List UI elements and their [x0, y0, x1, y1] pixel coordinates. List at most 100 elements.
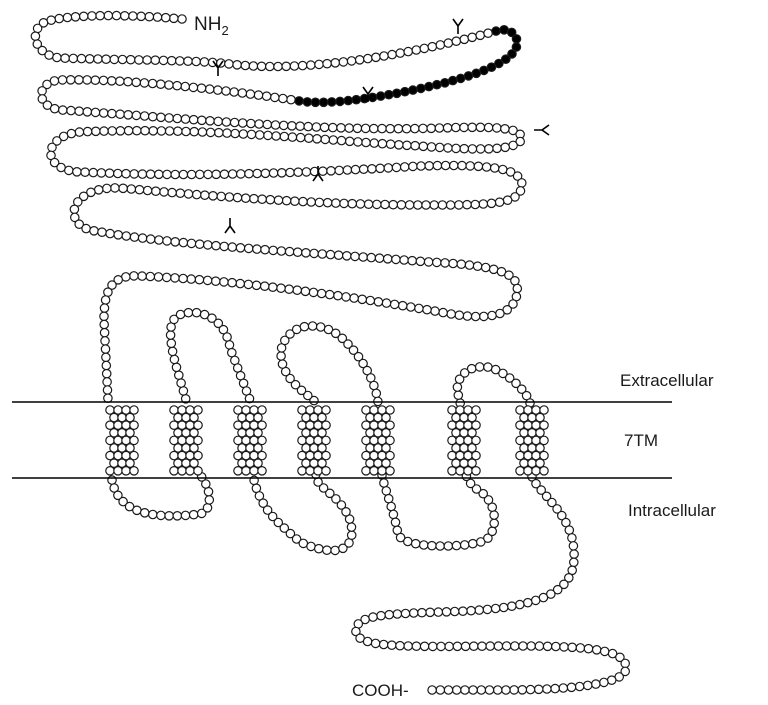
- residue-bead: [233, 193, 241, 201]
- residue-bead: [63, 13, 71, 21]
- residue-bead: [310, 249, 318, 257]
- residue-bead: [245, 170, 253, 178]
- residue-bead: [237, 170, 245, 178]
- residue-bead: [359, 253, 367, 261]
- residue-bead: [446, 201, 454, 209]
- residue-bead: [621, 659, 629, 667]
- residue-bead: [271, 93, 279, 101]
- residue-bead: [343, 166, 351, 174]
- residue-bead: [386, 140, 394, 148]
- residue-bead: [141, 509, 149, 517]
- residue-bead: [342, 293, 350, 301]
- residue-bead: [469, 686, 477, 694]
- residue-bead: [212, 242, 220, 250]
- residue-bead: [470, 642, 478, 650]
- highlighted-residue: [336, 97, 344, 105]
- residue-bead: [381, 200, 389, 208]
- residue-bead: [231, 129, 239, 137]
- residue-bead: [187, 170, 195, 178]
- residue-bead: [385, 495, 393, 503]
- residue-bead: [155, 170, 163, 178]
- residue-bead: [159, 56, 167, 64]
- residue-bead: [151, 56, 159, 64]
- residue-bead: [313, 135, 321, 143]
- residue-bead: [377, 612, 385, 620]
- residue-bead: [392, 163, 400, 171]
- residue-bead: [570, 558, 578, 566]
- residue-bead: [146, 170, 154, 178]
- residue-bead: [182, 127, 190, 135]
- residue-bead: [315, 60, 323, 68]
- residue-bead: [391, 518, 399, 526]
- residue-bead: [535, 642, 543, 650]
- residue-bead: [420, 44, 428, 52]
- residue-bead: [249, 62, 257, 70]
- residue-bead: [485, 145, 493, 153]
- residue-bead: [444, 39, 452, 47]
- residue-bead: [477, 686, 485, 694]
- residue-bead: [290, 62, 298, 70]
- residue-bead: [138, 234, 146, 242]
- helix-residue: [298, 467, 306, 475]
- residue-bead: [70, 205, 78, 213]
- residue-bead: [116, 77, 124, 85]
- residue-bead: [145, 13, 153, 21]
- residue-bead: [195, 276, 203, 284]
- residue-bead: [261, 169, 269, 177]
- helix-residue: [170, 467, 178, 475]
- residue-bead: [154, 273, 162, 281]
- residue-bead: [438, 201, 446, 209]
- residue-bead: [424, 258, 432, 266]
- residue-bead: [419, 124, 427, 132]
- residue-bead: [274, 196, 282, 204]
- residue-bead: [296, 133, 304, 141]
- residue-bead: [389, 201, 397, 209]
- residue-bead: [428, 686, 436, 694]
- residue-bead: [415, 304, 423, 312]
- residue-bead: [258, 195, 266, 203]
- residue-bead: [376, 164, 384, 172]
- residue-bead: [308, 322, 316, 330]
- residue-bead: [409, 162, 417, 170]
- residue-bead: [104, 288, 112, 296]
- highlighted-residue: [472, 69, 480, 77]
- residue-bead: [291, 197, 299, 205]
- residue-bead: [367, 253, 375, 261]
- residue-bead: [412, 540, 420, 548]
- residue-bead: [67, 106, 75, 114]
- residue-bead: [217, 192, 225, 200]
- residue-bead: [502, 686, 510, 694]
- residue-bead: [358, 295, 366, 303]
- residue-bead: [228, 170, 236, 178]
- residue-bead: [170, 14, 178, 22]
- residue-bead: [104, 394, 112, 402]
- highlighted-residue: [319, 98, 327, 106]
- residue-bead: [149, 127, 157, 135]
- residue-bead: [116, 127, 124, 135]
- residue-bead: [351, 252, 359, 260]
- extracellular-label: Extracellular: [620, 371, 714, 390]
- residue-bead: [106, 229, 114, 237]
- residue-bead: [225, 193, 233, 201]
- residue-bead: [146, 272, 154, 280]
- residue-bead: [250, 195, 258, 203]
- residue-bead: [487, 199, 495, 207]
- residue-bead: [119, 184, 127, 192]
- residue-bead: [397, 201, 405, 209]
- residue-bead: [124, 78, 132, 86]
- residue-bead: [206, 117, 214, 125]
- residue-bead: [288, 133, 296, 141]
- residue-bead: [460, 145, 468, 153]
- residue-bead: [255, 120, 263, 128]
- residue-bead: [334, 251, 342, 259]
- residue-bead: [500, 603, 508, 611]
- residue-bead: [108, 109, 116, 117]
- glycosylation-marker: [225, 218, 235, 233]
- n-terminus-label: NH2: [194, 14, 229, 38]
- residue-bead: [396, 642, 404, 650]
- residue-bead: [337, 136, 345, 144]
- intracellular-label: Intracellular: [628, 501, 716, 520]
- residue-bead: [214, 86, 222, 94]
- residue-bead: [348, 531, 356, 539]
